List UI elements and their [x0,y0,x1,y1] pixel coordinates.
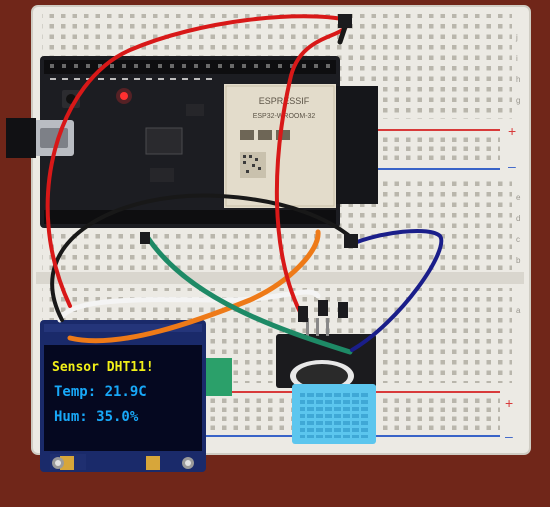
svg-text:j: j [515,33,518,42]
oled-screen [44,345,202,451]
svg-text:e: e [516,193,521,202]
svg-text:i: i [516,54,518,63]
green-component [206,358,232,396]
esp32-board: ESPRESSIF ESP32-WROOM-32 [6,56,378,228]
svg-text:b: b [516,256,521,265]
svg-text:–: – [508,158,516,174]
esp32-module: ESPRESSIF ESP32-WROOM-32 [224,84,378,208]
dht11-sensor [276,318,376,444]
svg-text:h: h [516,75,520,84]
svg-text:g: g [516,96,520,105]
oled-line-title: Sensor DHT11! [52,360,154,375]
status-led [120,92,128,100]
oled-module: Sensor DHT11! Temp: 21.9C Hum: 35.0% [40,320,206,472]
svg-text:+: + [508,123,516,139]
wire-red-a [45,14,350,308]
wire-orange [67,229,321,344]
wire-red-b [274,18,350,314]
svg-text:c: c [516,235,520,244]
oled-line-humidity: Hum: 35.0% [54,409,139,425]
usb-cable [6,118,36,158]
svg-text:d: d [516,214,520,223]
jumper-wires [45,14,444,355]
svg-text:a: a [516,306,521,315]
wire-navy [350,229,444,352]
svg-text:+: + [505,395,513,411]
svg-text:–: – [505,428,513,444]
wire-green [145,235,353,355]
oled-line-temperature: Temp: 21.9C [54,384,147,400]
